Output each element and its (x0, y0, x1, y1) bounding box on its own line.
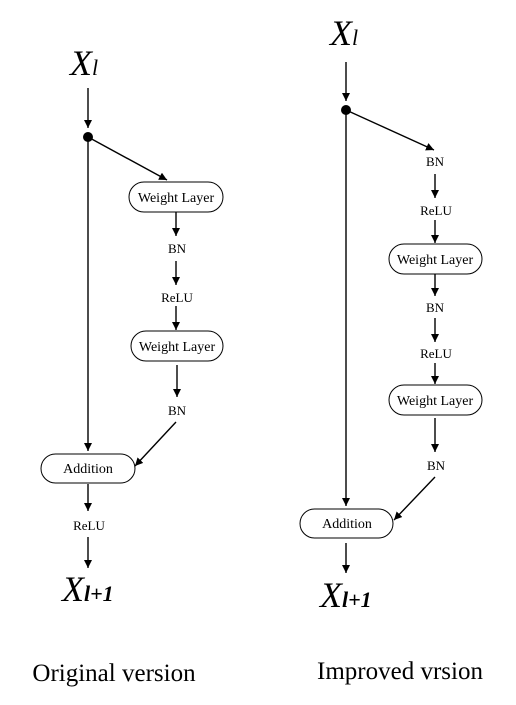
original-addition-node (40, 453, 136, 484)
original-relu-1: ReLU (161, 290, 193, 305)
original-weight-layer-2-label: Weight Layer (139, 340, 216, 355)
improved-weight-layer-1-label: Weight Layer (397, 253, 474, 268)
improved-weight-layer-2 (388, 384, 483, 416)
original-input-label: Xl (68, 43, 98, 83)
original-arrow-to-weight1 (87, 136, 168, 181)
original-weight-layer-2 (130, 330, 224, 362)
improved-bn-2: BN (426, 300, 445, 315)
improved-addition-node (299, 508, 394, 539)
improved-addition-label: Addition (322, 517, 372, 532)
improved-arrow-bn3-addition (393, 476, 436, 521)
improved-output-label: Xl+1 (318, 575, 372, 615)
improved-weight-layer-2-label: Weight Layer (397, 394, 474, 409)
improved-relu-2: ReLU (420, 346, 452, 361)
improved-diagram: Xl BN ReLU Weight Layer BN ReLU Weight L… (299, 13, 483, 685)
improved-bn-3: BN (427, 458, 446, 473)
original-bn-2: BN (168, 403, 187, 418)
original-arrow-bn-addition (134, 421, 177, 467)
improved-relu-1: ReLU (420, 203, 452, 218)
improved-arrow-to-bn1 (345, 109, 435, 151)
improved-bn-1: BN (426, 154, 445, 169)
original-addition-label: Addition (63, 462, 113, 477)
original-bn-1: BN (168, 241, 187, 256)
original-output-label: Xl+1 (60, 569, 114, 609)
original-relu-out: ReLU (73, 518, 105, 533)
original-weight-layer-1-label: Weight Layer (138, 191, 215, 206)
original-diagram: Xl Weight Layer BN ReLU Weight Layer BN … (32, 43, 224, 687)
original-caption: Original version (32, 660, 196, 687)
improved-input-label: Xl (328, 13, 358, 53)
improved-caption: Improved vrsion (317, 658, 483, 685)
